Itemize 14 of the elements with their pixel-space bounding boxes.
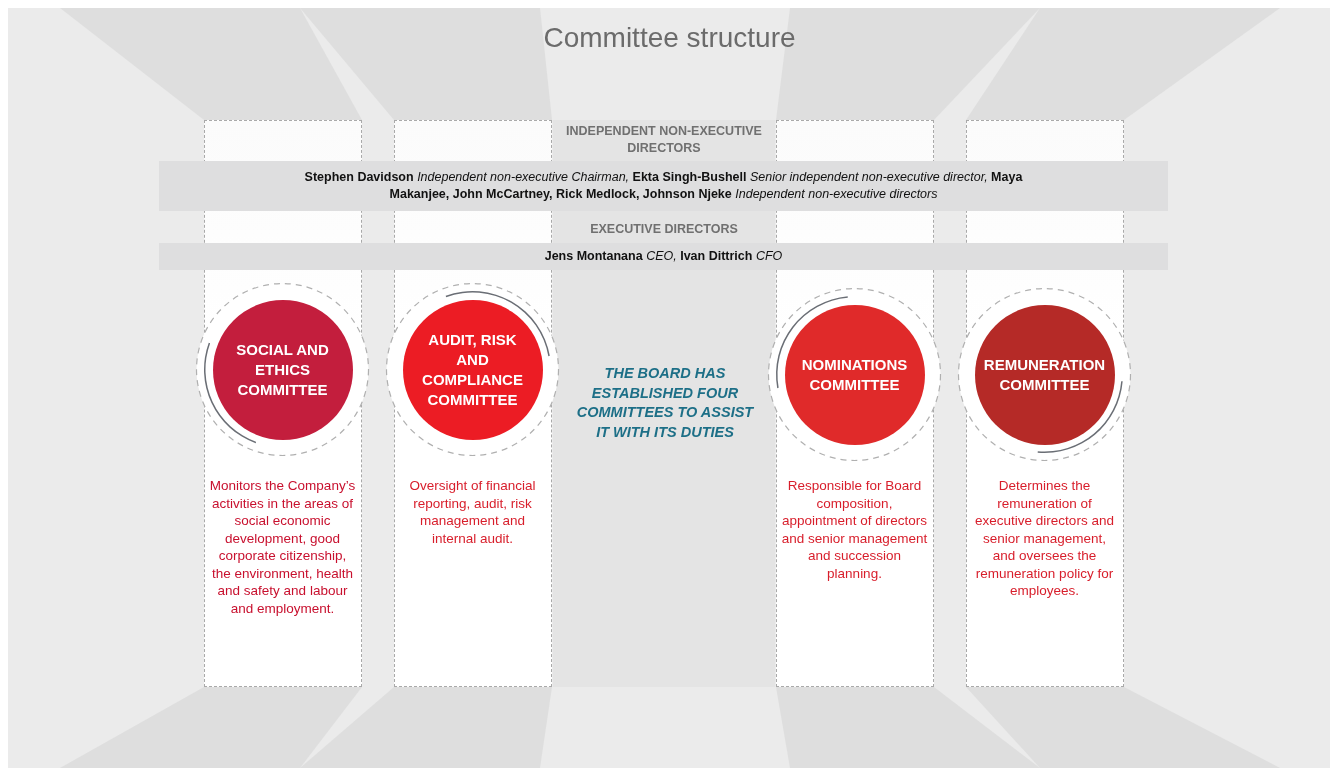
board-statement: THE BOARD HAS ESTABLISHED FOUR COMMITTEES TO ASSIST IT WITH ITS DUTIES bbox=[575, 364, 755, 442]
director-names: Stephen Davidson Independent non-executive Chairman, Ekta Singh-Bushell Senior independent non-executive director, Maya Makanjee, John McCartney, Rick Medlock, Johnson Njeke Independent non-executive directors bbox=[303, 169, 1024, 203]
band-heading: INDEPENDENT NON-EXECUTIVE DIRECTORS bbox=[565, 123, 763, 157]
committee-description: Determines the remuneration of executive directors and senior management, and oversees the remuneration policy for employees. bbox=[974, 477, 1115, 600]
committee-description: Responsible for Board composition, appointment of directors and senior management and succession planning. bbox=[781, 477, 928, 582]
committee-description: Oversight of financial reporting, audit, risk management and internal audit. bbox=[408, 477, 537, 547]
director-names: Jens Montanana CEO, Ivan Dittrich CFO bbox=[543, 248, 784, 265]
committee-name: AUDIT, RISK AND COMPLIANCE COMMITTEE bbox=[421, 329, 524, 410]
committee-name: SOCIAL AND ETHICS COMMITTEE bbox=[235, 339, 330, 400]
committee-name: REMUNERATION COMMITTEE bbox=[982, 354, 1107, 395]
committee-name: NOMINATIONS COMMITTEE bbox=[800, 354, 909, 395]
title: Committee structure bbox=[542, 22, 797, 54]
band-heading: EXECUTIVE DIRECTORS bbox=[589, 221, 739, 238]
committee-description: Monitors the Company’s activities in the areas of social economic development, good corporate citizenship, the environment, health and safety and labour and employment. bbox=[209, 477, 356, 617]
